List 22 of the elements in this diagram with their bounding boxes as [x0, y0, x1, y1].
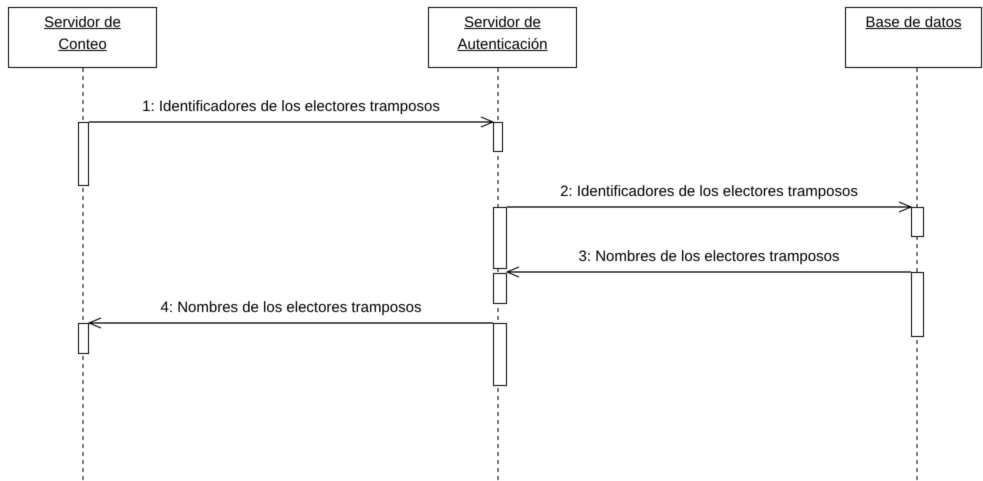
edge-label: 2: Identificadores de los electores tramposos [558, 183, 860, 201]
activation-bar [493, 207, 507, 269]
activation-bar [78, 122, 89, 186]
message-arrow [506, 266, 911, 278]
object-name: Servidor de Conteo [43, 13, 122, 55]
activation-bar [911, 272, 924, 337]
activation-bar [493, 323, 507, 386]
message-arrow [88, 318, 493, 328]
object-name: Base de datos [864, 13, 962, 33]
lifeline-box [845, 7, 982, 68]
message-arrow [89, 116, 494, 128]
activation-bar [78, 323, 89, 354]
edge-label: 3: Nombres de los electores tramposos [576, 248, 842, 266]
edge-label: 4: Nombres de los electores tramposos [158, 299, 424, 317]
activation-bar [493, 122, 503, 152]
activation-bar [911, 207, 924, 237]
lifeline-box [8, 7, 157, 68]
object-name: Servidor de Autenticación [456, 13, 549, 55]
message-arrow [507, 202, 912, 212]
activation-bar [493, 273, 507, 304]
edge-label: 1: Identificadores de los electores tramposos [140, 98, 442, 116]
lifeline-box [428, 7, 577, 68]
